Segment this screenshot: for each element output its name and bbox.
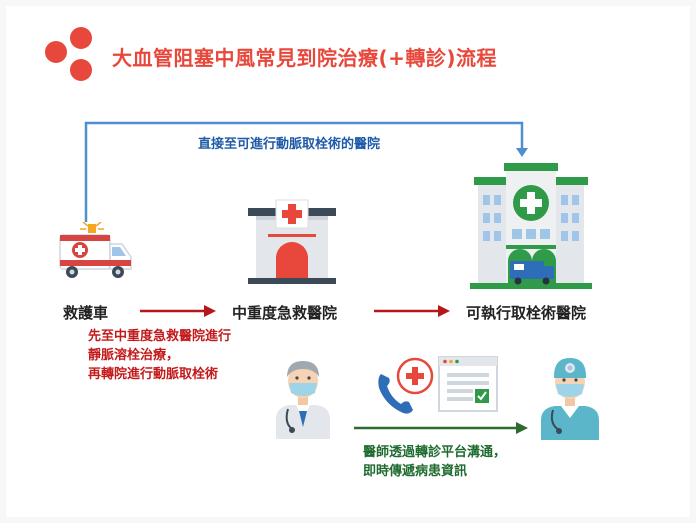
- specialist-doctor-icon: [541, 358, 599, 440]
- direct-route-label: 直接至可進行動脈取栓術的醫院: [198, 137, 381, 152]
- ambulance-icon: [59, 222, 132, 278]
- transfer-note-line: 靜脈溶栓治療，: [88, 348, 180, 363]
- green-arrow: [354, 422, 528, 434]
- transfer-note-line: 再轉院進行動脈取栓術: [88, 367, 219, 382]
- transfer-note: 先至中重度急救醫院進行 靜脈溶栓治療， 再轉院進行動脈取栓術: [88, 327, 231, 384]
- emergency-hospital-icon: [248, 199, 336, 284]
- doctor-icon: [276, 361, 330, 439]
- red-arrow-2: [374, 305, 450, 317]
- red-arrow-1: [140, 305, 216, 317]
- phone-call-icon: [378, 357, 434, 414]
- node-ambulance-label: 救護車: [63, 304, 109, 322]
- transfer-note-line: 先至中重度急救醫院進行: [88, 329, 232, 344]
- referral-note-line: 即時傳遞病患資訊: [363, 464, 468, 479]
- referral-note: 醫師透過轉診平台溝通， 即時傳遞病患資訊: [363, 443, 506, 481]
- large-hospital-icon: [470, 163, 592, 289]
- page-title: 大血管阻塞中風常見到院治療(+轉診)流程: [112, 46, 498, 70]
- referral-document-icon: [438, 356, 498, 412]
- referral-note-line: 醫師透過轉診平台溝通，: [363, 445, 507, 460]
- title-dots-icon: [45, 27, 92, 81]
- node-middle-hospital-label: 中重度急救醫院: [232, 304, 338, 322]
- node-thrombectomy-hospital-label: 可執行取栓術醫院: [466, 304, 587, 322]
